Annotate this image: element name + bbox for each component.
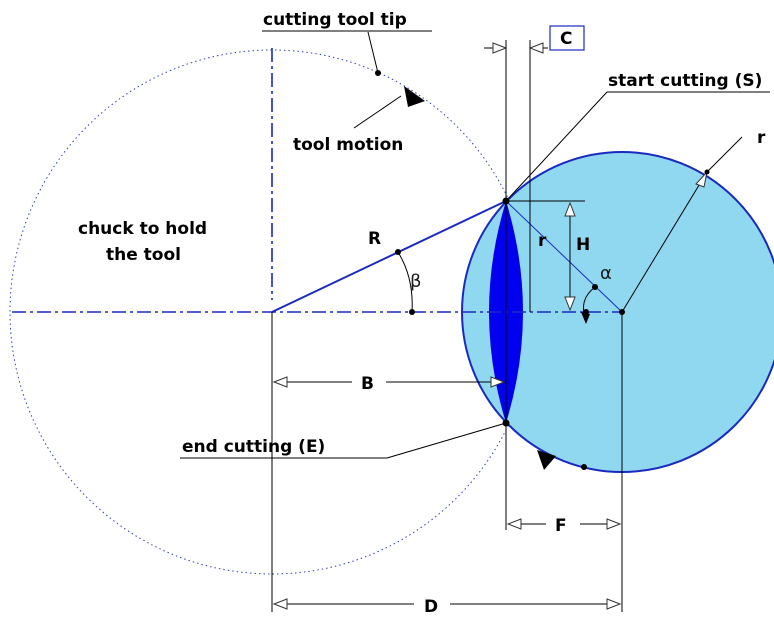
label-B: B <box>361 374 374 394</box>
R-line-dot <box>395 249 401 255</box>
label-alpha: α <box>600 263 612 284</box>
label-tool-motion: tool motion <box>293 135 403 155</box>
alpha-arrow <box>581 312 590 324</box>
label-chuck-line1: chuck to hold <box>78 219 207 239</box>
end-cutting-leader <box>386 422 507 459</box>
tool-motion-leader <box>353 95 402 129</box>
label-cutting-tool-tip: cutting tool tip <box>263 10 407 30</box>
H-arrow-top <box>564 201 576 217</box>
label-start-cutting: start cutting (S) <box>608 71 762 91</box>
start-cutting-leader <box>505 91 608 202</box>
beta-arc <box>397 251 413 313</box>
D-arrow-right <box>606 598 622 610</box>
outer-radius-arrowhead <box>695 170 708 188</box>
workpiece-radius-line <box>505 200 623 313</box>
label-r-small: r <box>538 231 547 251</box>
outer-radius-leader <box>706 136 743 173</box>
label-D: D <box>424 597 438 617</box>
label-chuck-line2: the tool <box>106 245 181 265</box>
workpiece-rotation-arrow <box>537 450 556 470</box>
alpha-dot <box>592 284 598 290</box>
label-H: H <box>576 235 590 255</box>
beta-dot-bottom <box>409 309 415 315</box>
workpiece-rotation-dot <box>581 464 587 470</box>
D-arrow-left <box>272 598 288 610</box>
workpiece-center <box>619 309 625 315</box>
C-arrow-left <box>492 42 508 54</box>
F-arrow-left <box>506 518 522 530</box>
label-end-cutting: end cutting (E) <box>182 437 325 457</box>
label-r-outer: r <box>757 128 766 148</box>
outer-radius-line <box>621 171 708 313</box>
label-C: C <box>560 29 572 49</box>
tool-motion-arrow <box>404 86 425 107</box>
outer-radius-tip <box>704 169 710 175</box>
cutting-tool-tip-leader <box>367 31 379 74</box>
label-beta: β <box>410 271 422 292</box>
H-arrow-bottom <box>564 296 576 312</box>
label-F: F <box>555 516 567 536</box>
B-arrow-left <box>272 376 288 388</box>
B-arrow-right <box>490 376 506 388</box>
radius-R-line <box>271 200 507 313</box>
label-R: R <box>368 229 381 249</box>
F-arrow-right <box>606 518 622 530</box>
C-arrow-right <box>528 42 544 54</box>
C-label-box <box>549 25 585 51</box>
alpha-dot-base <box>583 309 589 315</box>
